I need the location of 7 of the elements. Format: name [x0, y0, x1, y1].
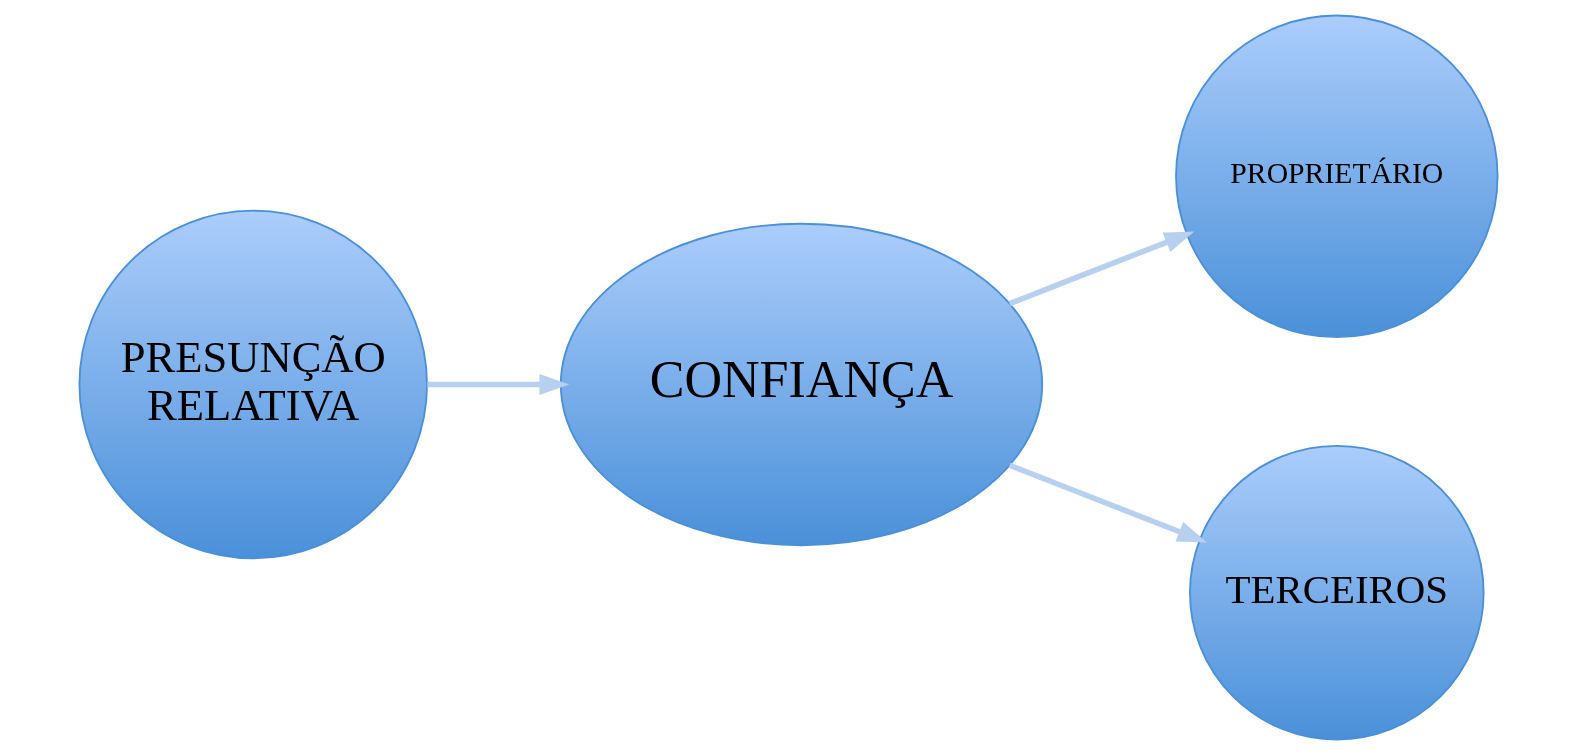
node-circle: PRESUNÇÃO RELATIVA	[78, 209, 428, 560]
node-circle: TERCEIROS	[1188, 444, 1485, 741]
node-circle: PROPRIETÁRIO	[1174, 14, 1498, 338]
arrow	[426, 374, 569, 395]
arrow	[1008, 462, 1207, 543]
arrow	[1008, 231, 1194, 307]
node-ellipse: CONFIANÇA	[559, 222, 1043, 547]
